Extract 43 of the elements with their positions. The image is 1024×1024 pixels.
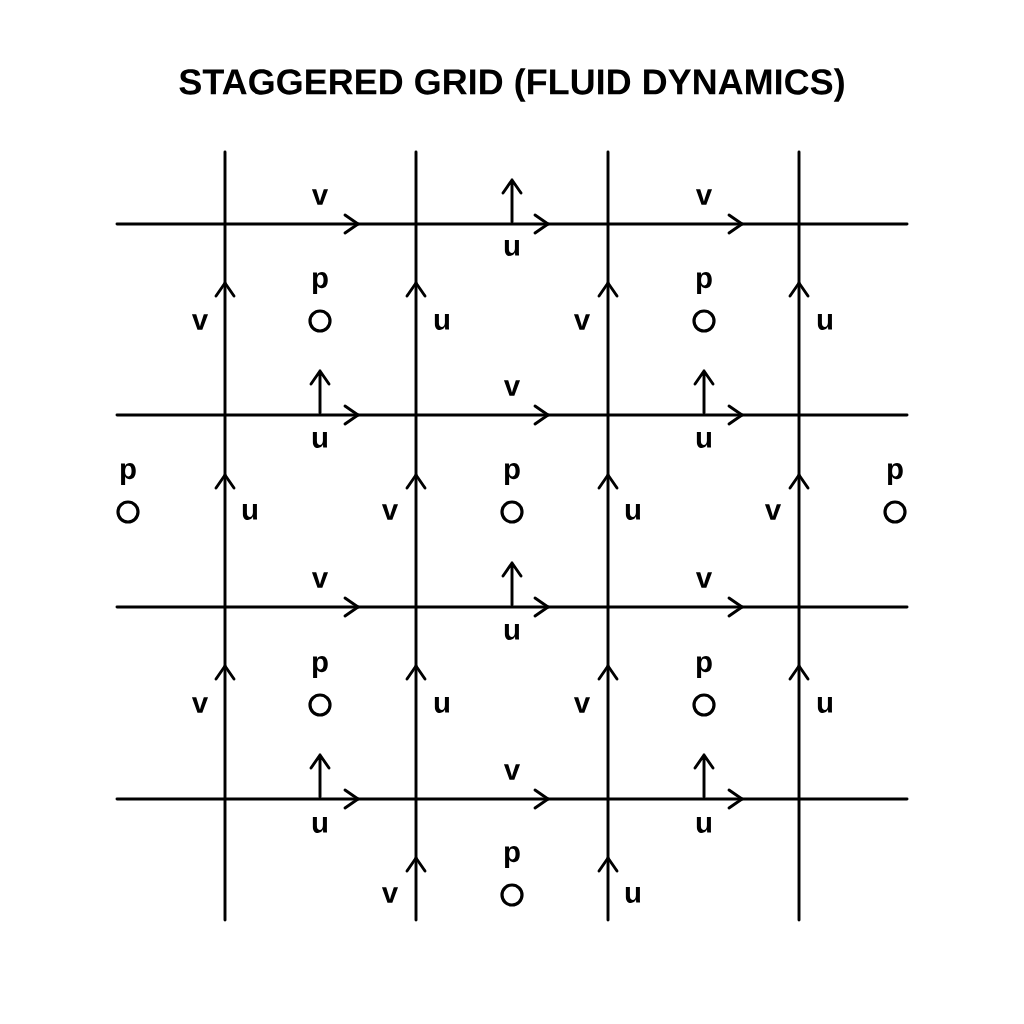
node-label: p xyxy=(696,272,712,294)
variable-label: v xyxy=(311,189,329,205)
variable-label: u xyxy=(696,817,712,833)
pressure-point: p xyxy=(500,846,524,907)
variable-label: u xyxy=(817,314,833,330)
variable-label: u xyxy=(625,887,641,903)
pressure-point: p xyxy=(308,656,332,717)
variable-label: v xyxy=(695,572,713,588)
variable-label: v xyxy=(503,380,521,396)
variable-label: u xyxy=(434,314,450,330)
variable-label: v xyxy=(695,189,713,205)
variable-label: u xyxy=(625,504,641,520)
node-label: p xyxy=(312,656,328,678)
pressure-point: p xyxy=(692,656,716,717)
title: STAGGERED GRID (FLUID DYNAMICS) xyxy=(179,68,844,102)
variable-label: v xyxy=(381,504,399,520)
variable-label: v xyxy=(191,314,209,330)
pressure-point: p xyxy=(883,463,907,524)
variable-label: u xyxy=(504,624,520,640)
node-label: p xyxy=(504,463,520,485)
node-label: p xyxy=(120,463,136,485)
pressure-point: p xyxy=(500,463,524,524)
variable-label: u xyxy=(312,432,328,448)
node-label: p xyxy=(696,656,712,678)
variable-label: v xyxy=(381,887,399,903)
variable-label: v xyxy=(573,314,591,330)
variable-label: u xyxy=(242,504,258,520)
node-label: p xyxy=(312,272,328,294)
variable-label: v xyxy=(764,504,782,520)
variable-label: u xyxy=(434,697,450,713)
pressure-point: p xyxy=(116,463,140,524)
variable-label: u xyxy=(312,817,328,833)
variable-label: v xyxy=(573,697,591,713)
pressure-point: p xyxy=(308,272,332,333)
variable-label: u xyxy=(504,240,520,256)
node-label: p xyxy=(887,463,903,485)
pressure-point: p xyxy=(692,272,716,333)
variable-label: v xyxy=(311,572,329,588)
variable-label: u xyxy=(696,432,712,448)
variable-label: v xyxy=(503,764,521,780)
variable-label: v xyxy=(191,697,209,713)
variable-label: u xyxy=(817,697,833,713)
node-label: p xyxy=(504,846,520,868)
